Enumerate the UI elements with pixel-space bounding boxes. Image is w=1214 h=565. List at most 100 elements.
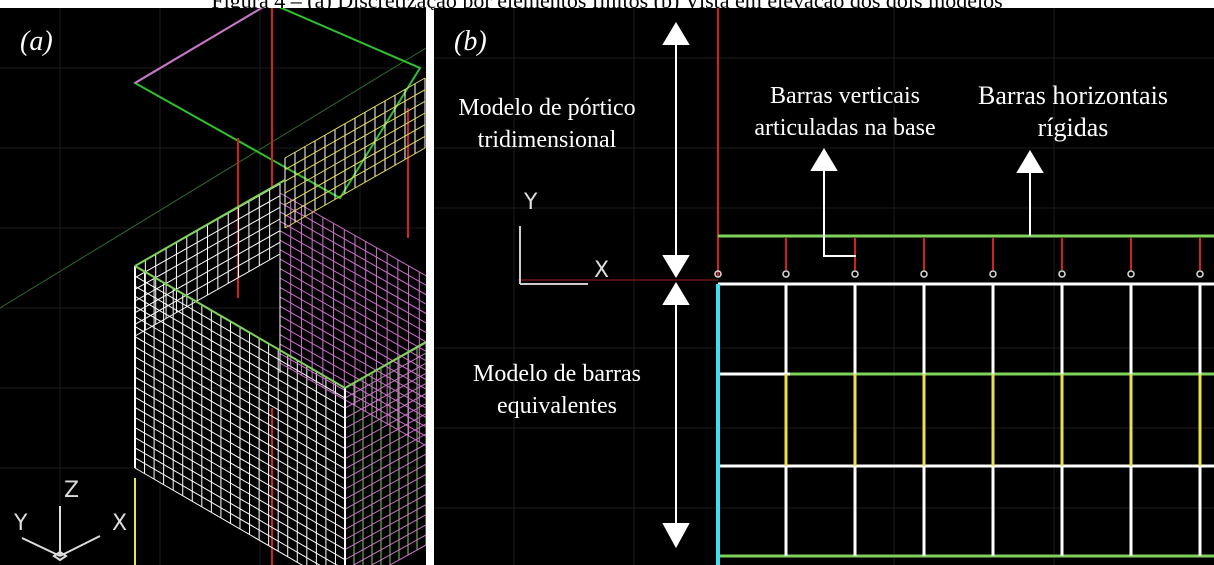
hinge-icon (714, 270, 722, 278)
mesh-line (284, 89, 426, 171)
axis-triad-icon (519, 226, 588, 285)
mesh-line (344, 423, 426, 470)
top-slab-outline (132, 8, 422, 200)
mesh-line (134, 467, 303, 565)
hinge-icon (920, 270, 928, 278)
mesh-line (344, 483, 426, 530)
equivalent-model-note: Modelo de barras equivalentes (473, 361, 641, 419)
mesh-line (279, 239, 426, 324)
panel-b-elevation: (b) Modelo de pórtico tridimensional Mod… (434, 8, 1214, 565)
mesh-line (284, 147, 426, 229)
mesh-line (279, 268, 426, 352)
mesh-line (134, 417, 346, 540)
double-arrow-top (662, 22, 690, 278)
mesh-line (134, 427, 346, 551)
mesh-line (284, 100, 426, 182)
diagonal-guide (0, 47, 426, 309)
mesh-line (284, 112, 426, 194)
mesh-line (134, 376, 346, 500)
mesh-line (344, 433, 426, 480)
mesh-line (344, 463, 426, 510)
finite-element-mesh (134, 77, 426, 565)
mesh-line (134, 218, 281, 302)
mesh-line (134, 457, 321, 565)
mesh-line (279, 287, 426, 371)
mesh-line (134, 396, 346, 520)
background-grid (434, 8, 1214, 565)
top-slab-edge-magenta (134, 8, 264, 84)
hinge-icon (851, 270, 859, 278)
mesh-line (344, 493, 426, 540)
mesh-line (279, 334, 426, 418)
mesh-line (134, 285, 346, 409)
mesh-line (344, 392, 426, 439)
axis-x-label: X (594, 258, 610, 283)
hinge-icon (782, 270, 790, 278)
mesh-line (134, 253, 281, 337)
double-arrow-bottom (662, 282, 690, 549)
mesh-line (134, 305, 346, 429)
mesh-line (279, 258, 426, 343)
hinge-icon (1058, 270, 1066, 278)
axis-y-label: Y (14, 511, 28, 536)
frame-model-note: Modelo de pórtico tridimensional (458, 95, 636, 153)
axis-triad-icon (21, 506, 101, 562)
hinged-vertical-bars (714, 238, 1204, 278)
pointer-arrow-vertical-bars (810, 148, 856, 257)
pointer-arrow-horizontal-bars (1016, 150, 1044, 236)
axis-z-label: Z (64, 478, 80, 503)
mesh-line (344, 453, 426, 500)
mesh-line (134, 206, 281, 290)
hinge-icon (1127, 270, 1135, 278)
mesh-line (344, 514, 426, 561)
mesh-line (344, 382, 426, 429)
mesh-line (370, 534, 426, 565)
horizontal-bars-note: Barras horizontais rígidas (978, 81, 1168, 142)
hinge-icon (1196, 270, 1204, 278)
mesh-line (134, 336, 346, 460)
wall-edge (134, 265, 346, 389)
mesh-line (134, 447, 338, 565)
equivalent-bar-grid (716, 282, 1214, 565)
mesh-line (134, 386, 346, 510)
mesh-line (134, 241, 281, 325)
mesh-line (134, 406, 346, 530)
mesh-line (284, 77, 426, 159)
mesh-line (279, 324, 426, 409)
panel-b-label: (b) (454, 26, 487, 57)
mesh-line (284, 124, 426, 206)
mesh-line (279, 230, 426, 315)
mesh-line (134, 437, 346, 561)
mesh-line (134, 275, 346, 399)
mesh-line (279, 277, 426, 362)
mesh-line (279, 211, 426, 296)
panel-a-label: (a) (20, 26, 53, 57)
mesh-line (344, 443, 426, 490)
mesh-line (279, 315, 426, 400)
mesh-line (134, 326, 346, 450)
mesh-line (352, 524, 426, 565)
axis-x-label: X (112, 511, 128, 536)
mesh-line (344, 504, 426, 551)
mesh-line (279, 296, 426, 381)
panel-a-drawing (0, 8, 426, 565)
mesh-line (134, 356, 346, 480)
mesh-line (284, 135, 426, 217)
mesh-line (279, 249, 426, 333)
mesh-line (344, 473, 426, 520)
mesh-line (134, 346, 346, 470)
figure-caption: Figura 4 – (a) Discretização por element… (0, 0, 1214, 10)
mesh-line (344, 403, 426, 450)
vertical-bars-note: Barras verticais articuladas na base (754, 83, 936, 141)
mesh-line (344, 413, 426, 460)
mesh-line (388, 544, 426, 565)
panel-a-3d-mesh: (a) Z Y X (0, 8, 426, 565)
mesh-line (279, 305, 426, 390)
mesh-line (134, 230, 281, 314)
mesh-line (279, 343, 426, 428)
wall-edge (134, 179, 286, 267)
mesh-line (134, 366, 346, 490)
mesh-line (279, 362, 426, 447)
mesh-line (279, 220, 426, 305)
wall-edge (344, 341, 426, 389)
